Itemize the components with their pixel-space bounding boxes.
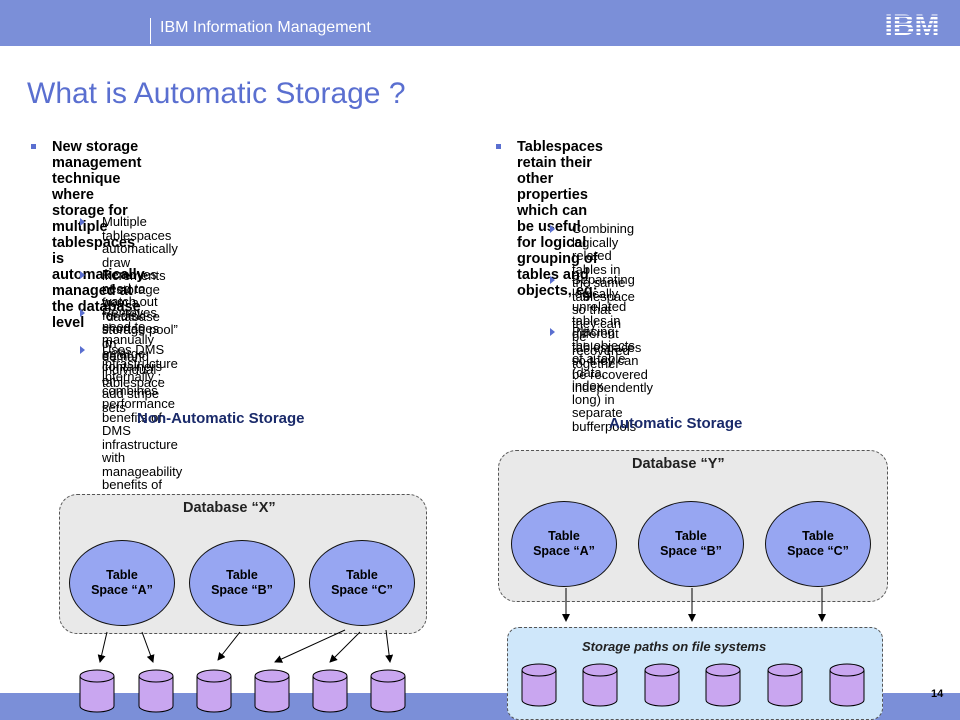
sub-item-line: Removes need to manually enlarge contain… xyxy=(102,305,162,388)
sub-item-line: Uses DMS infrastructure internally : com… xyxy=(102,342,178,398)
storage-paths-label: Storage paths on file systems xyxy=(582,639,767,654)
sub-item-line: each individual tablespace xyxy=(102,348,165,390)
left-bullet-line: storage for multiple tablespaces is xyxy=(52,203,136,267)
tablespace-label: Table xyxy=(346,568,378,582)
disk-icon xyxy=(767,663,803,707)
header-product-name: IBM Information Management xyxy=(160,19,371,36)
triangle-bullet-icon xyxy=(80,218,85,226)
tablespace-label: Table xyxy=(106,568,138,582)
disk-icon xyxy=(644,663,680,707)
automatic-storage-title: Automatic Storage xyxy=(609,415,743,432)
tablespace-label: Space “A” xyxy=(91,583,153,597)
square-bullet-icon xyxy=(496,144,501,149)
database-y-label: Database “Y” xyxy=(632,456,725,472)
triangle-bullet-icon xyxy=(550,276,555,284)
sub-item-line: Removes need to watch out for disk short… xyxy=(102,267,160,350)
sub-item-line: demand xyxy=(102,349,149,364)
disk-icon xyxy=(196,669,232,713)
tablespace-label: Space “C” xyxy=(331,583,393,597)
arrow xyxy=(274,629,346,663)
sub-item-line: tablespace so that they can be recovered xyxy=(572,288,635,358)
triangle-bullet-icon xyxy=(550,225,555,233)
sub-item-line: Placing the objects of a table (data, in… xyxy=(572,324,635,407)
disk-icon xyxy=(79,669,115,713)
tablespace-label: Table xyxy=(548,529,580,543)
sub-item-line: independently xyxy=(572,380,653,395)
sub-item-line: Separating logically unrelated tables in… xyxy=(572,272,635,341)
disk-icon xyxy=(254,669,290,713)
sub-item-line: tablespaces so they can be recovered xyxy=(572,339,648,382)
disk-icon xyxy=(370,669,406,713)
left-bullet-line: New storage management technique where xyxy=(52,139,142,203)
arrow xyxy=(385,629,394,663)
tablespace-label: Table xyxy=(675,529,707,543)
square-bullet-icon xyxy=(31,144,36,149)
triangle-bullet-icon xyxy=(80,309,85,317)
disk-icon xyxy=(582,663,618,707)
arrow xyxy=(329,631,361,663)
disk-icon xyxy=(312,669,348,713)
page-number: 14 xyxy=(931,688,944,700)
right-bullet-line: which can be useful for logical grouping… xyxy=(517,203,598,267)
disk-icon xyxy=(138,669,174,713)
arrow xyxy=(141,631,155,663)
header-bar xyxy=(0,0,960,46)
tablespace-label: Table xyxy=(802,529,834,543)
tablespace-label: Space “A” xyxy=(533,544,595,558)
arrow xyxy=(217,631,241,661)
database-x-label: Database “X” xyxy=(183,500,276,516)
tablespace-label: Space “B” xyxy=(211,583,273,597)
disk-icon xyxy=(705,663,741,707)
sub-item-line: together xyxy=(572,356,620,371)
tablespace-label: Space “B” xyxy=(660,544,722,558)
disk-icon xyxy=(829,663,865,707)
storage-paths-box xyxy=(507,627,883,720)
triangle-bullet-icon xyxy=(80,346,85,354)
ibm-logo: IBM xyxy=(885,9,940,37)
non-automatic-storage-title: Non-Automatic Storage xyxy=(137,410,305,427)
arrow xyxy=(97,631,108,663)
sub-item-line: Multiple tablespaces automatically draw … xyxy=(102,214,178,283)
left-bullet-line: automatically managed at the database le… xyxy=(52,267,145,331)
header-divider xyxy=(150,18,151,44)
sub-item-line: performance benefits of DMS infrastructu… xyxy=(102,396,178,465)
sub-item-line: separate bufferpools xyxy=(572,405,637,434)
triangle-bullet-icon xyxy=(550,328,555,336)
tablespace-label: Table xyxy=(226,568,258,582)
ibm-logo-text: IBM xyxy=(885,9,940,37)
triangle-bullet-icon xyxy=(80,271,85,279)
right-bullet-line: Tablespaces retain their other propertie… xyxy=(517,139,603,203)
sub-item-line: add stripe sets xyxy=(102,386,160,415)
disk-icon xyxy=(521,663,557,707)
page-title: What is Automatic Storage ? xyxy=(27,77,406,110)
sub-item-line: of storage from a “database storage pool… xyxy=(102,281,178,351)
tablespace-label: Space “C” xyxy=(787,544,849,558)
sub-item-line: Combining logically related tables in th… xyxy=(572,221,635,290)
right-bullet-line: tables and objects, eg: xyxy=(517,267,598,299)
